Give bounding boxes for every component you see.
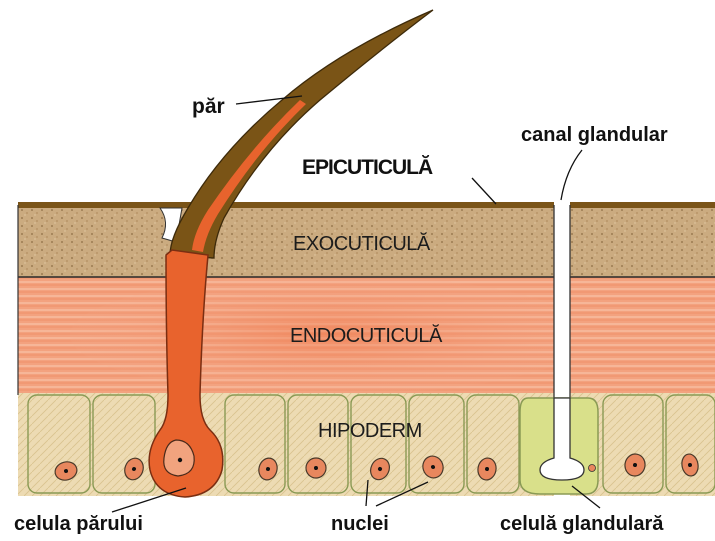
leader-canal [561, 150, 582, 200]
exocuticle-layer [18, 205, 554, 277]
label-gland-canal: canal glandular [521, 124, 668, 146]
leader-epicuticle [472, 178, 496, 204]
label-hair-cell: celula părului [14, 513, 143, 535]
hypoderm-layer [18, 393, 554, 496]
label-gland-cell: celulă glandulară [500, 513, 664, 535]
label-epicuticle: EPICUTICULĂ [302, 156, 433, 179]
label-endocuticle: ENDOCUTICULĂ [290, 324, 443, 347]
hair-cell-nucleus [164, 440, 194, 476]
gland-cell [520, 398, 598, 494]
label-hypoderm: HIPODERM [318, 420, 422, 442]
label-nuclei: nuclei [331, 513, 389, 535]
gland-nucleus [589, 465, 596, 472]
label-exocuticle: EXOCUTICULĂ [293, 232, 431, 255]
epicuticle-layer [18, 202, 554, 208]
label-hair: păr [192, 95, 225, 118]
